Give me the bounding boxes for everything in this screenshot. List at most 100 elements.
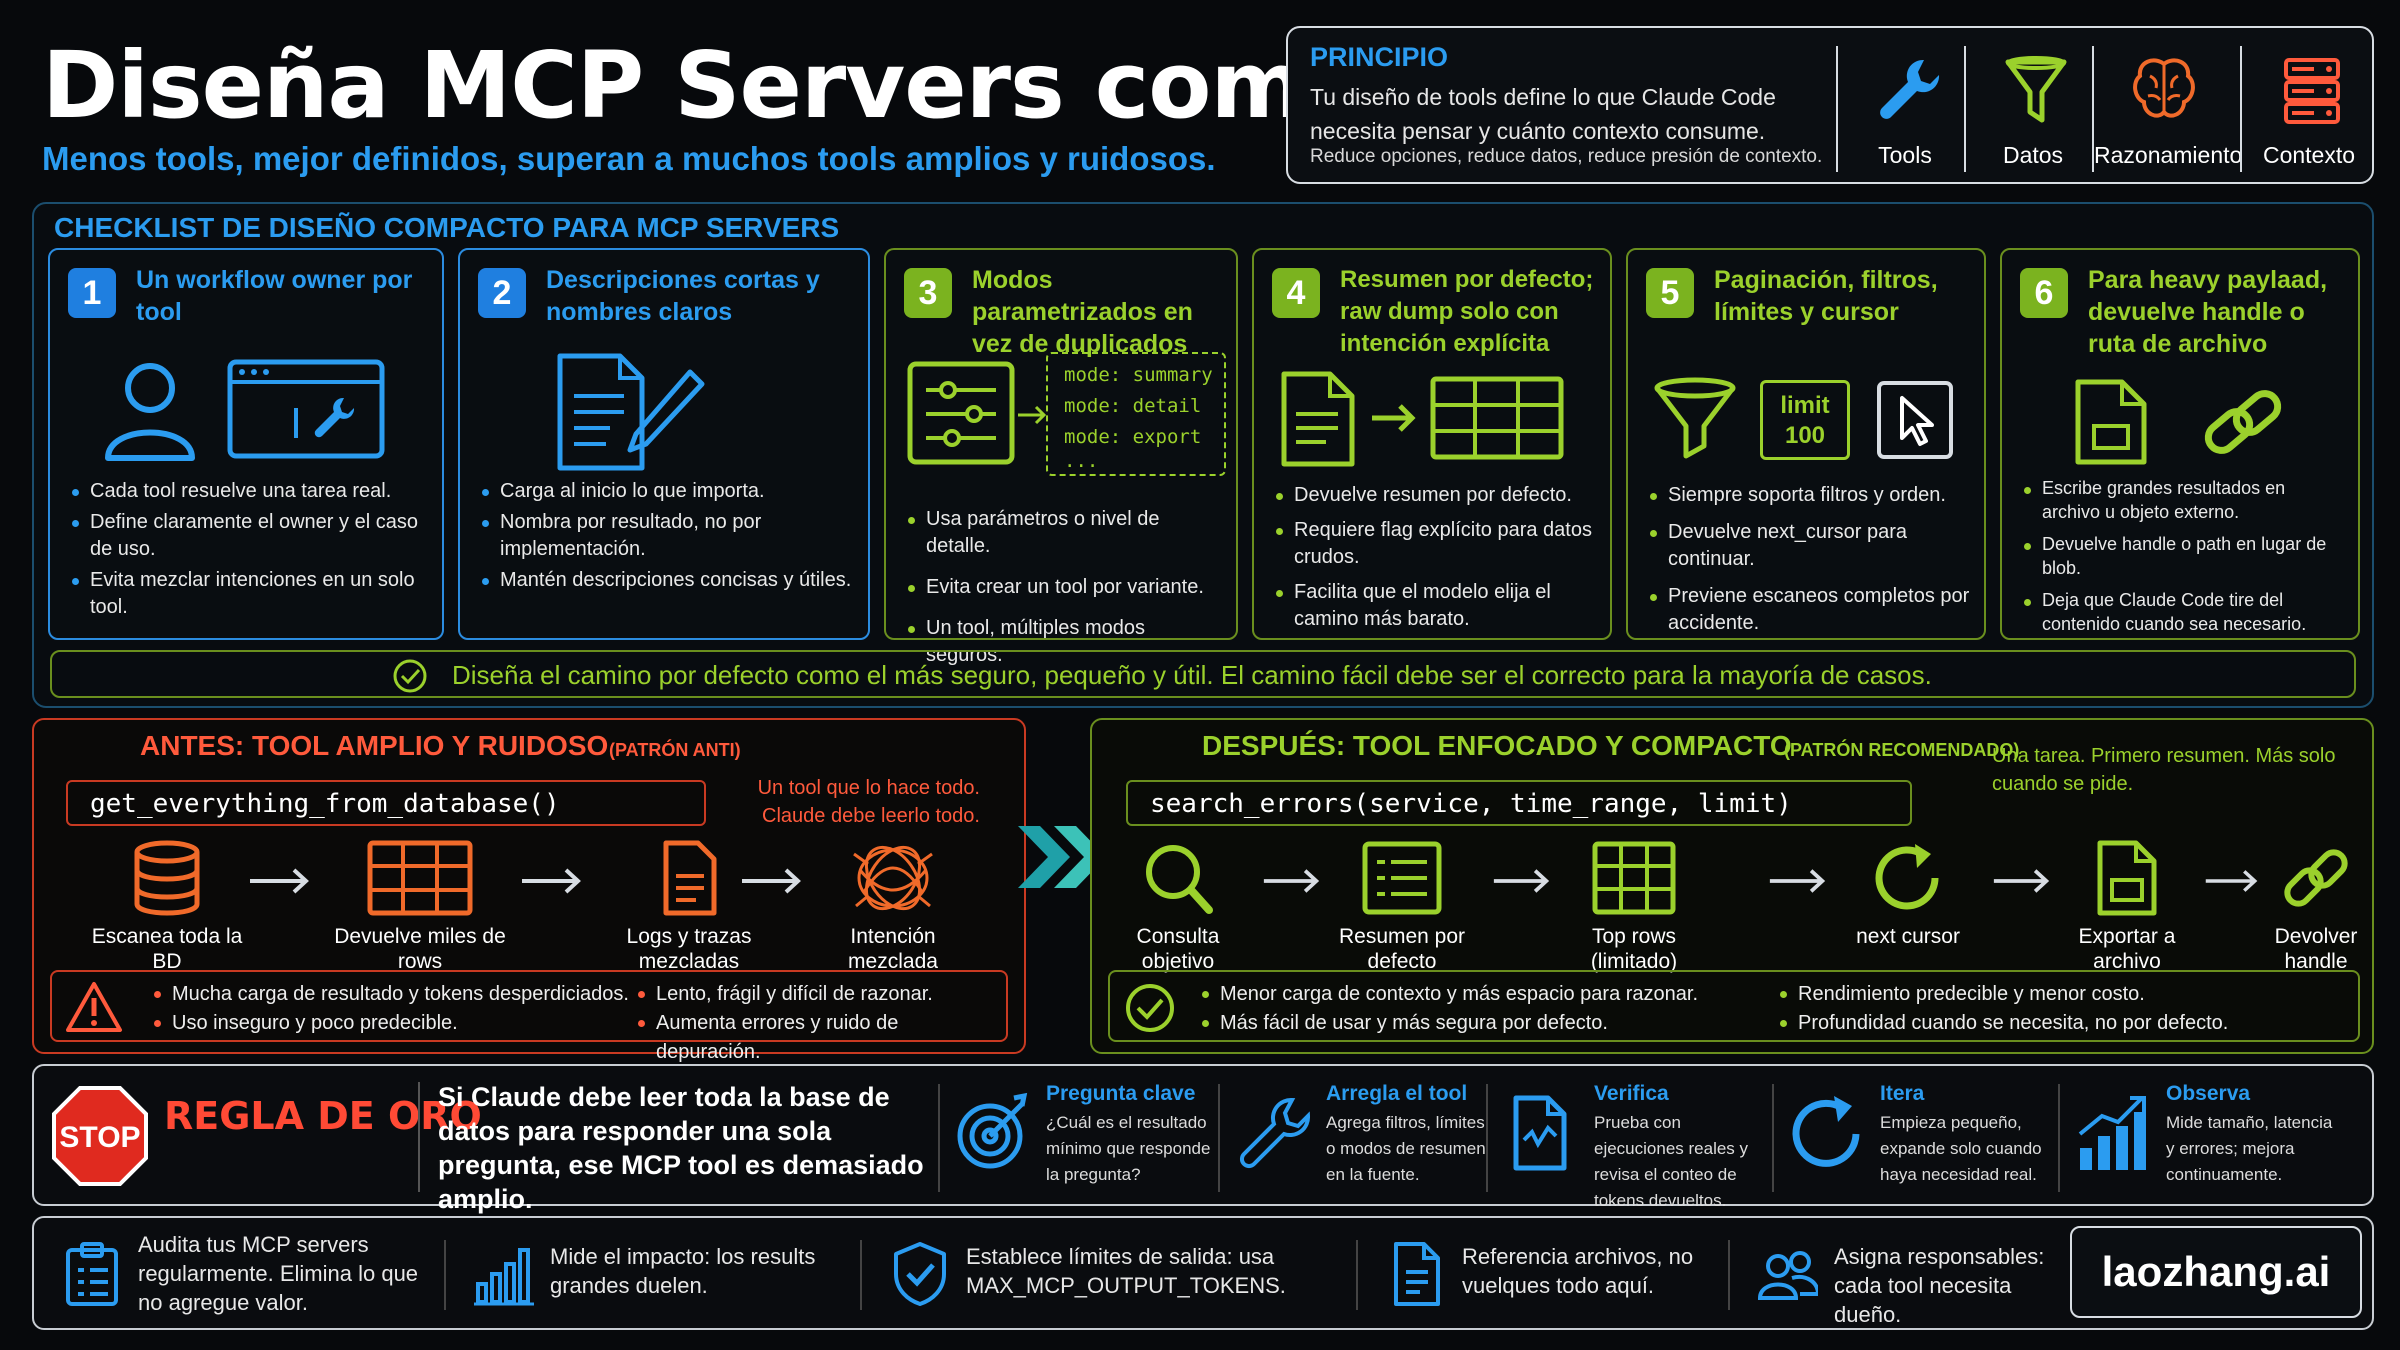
benefit-item: Profundidad cuando se necesita, no por d…	[1778, 1009, 2228, 1038]
warning-item: Lento, frágil y difícil de razonar.	[636, 980, 1006, 1009]
card-number: 6	[2020, 268, 2068, 318]
card-bullet: Cada tool resuelve una tarea real.	[70, 478, 428, 505]
card-bullet: Facilita que el modelo elija el camino m…	[1274, 579, 1596, 633]
target-icon	[954, 1092, 1032, 1174]
card-bullet: Nombra por resultado, no por implementac…	[480, 509, 854, 563]
wrench-icon	[1872, 52, 1944, 130]
refresh-icon	[1865, 840, 1951, 916]
arrow-icon	[2205, 870, 2258, 892]
regla-step-pregunta: Pregunta clave ¿Cuál es el resultado mín…	[938, 1078, 1224, 1196]
despues-title: DESPUÉS: TOOL ENFOCADO Y COMPACTO	[1202, 730, 1792, 761]
antes-tag: (PATRÓN ANTI)	[609, 740, 741, 760]
principle-item-tools: Tools	[1836, 46, 1972, 172]
principle-title: PRINCIPIO	[1310, 42, 1449, 72]
despues-step-1: Consulta objetivo	[1098, 840, 1258, 974]
link-icon	[2198, 380, 2288, 464]
svg-text:STOP: STOP	[59, 1121, 140, 1154]
card-bullet: Siempre soporta filtros y orden.	[1648, 482, 1970, 509]
card-bullet: Carga al inicio lo que importa.	[480, 478, 854, 505]
limit-badge: limit 100	[1760, 380, 1850, 460]
card-title: Descripciones cortas y nombres claros	[546, 266, 820, 326]
card-bullet: Escribe grandes resultados en archivo u …	[2022, 476, 2344, 524]
warning-icon	[64, 980, 124, 1034]
checklist-card-5: 5 Paginación, filtros, límites y cursor …	[1626, 248, 1986, 640]
shield-icon	[890, 1240, 950, 1308]
link-icon	[2273, 840, 2359, 916]
despues-step-2: Resumen por defecto	[1322, 840, 1482, 974]
modes-box: mode: summary mode: detail mode: export …	[1046, 352, 1226, 476]
antes-panel: ANTES: TOOL AMPLIO Y RUIDOSO (PATRÓN ANT…	[32, 718, 1026, 1063]
stop-sign-icon: STOP	[52, 1086, 148, 1186]
card-bullet: Evita crear un tool por variante.	[906, 574, 1222, 601]
checklist-card-3: 3 Modos parametrizados en vez de duplica…	[884, 248, 1238, 666]
antes-code: get_everything_from_database()	[66, 780, 706, 826]
card-title: Paginación, filtros, límites y cursor	[1714, 266, 1938, 326]
check-circle-icon	[1124, 982, 1176, 1034]
antes-step-1: Escanea toda la BD	[82, 840, 252, 974]
card-bullet: Evita mezclar intenciones en un solo too…	[70, 567, 428, 621]
checklist-section: CHECKLIST DE DISEÑO COMPACTO PARA MCP SE…	[32, 202, 2374, 708]
principle-panel: PRINCIPIO Tu diseño de tools define lo q…	[1286, 26, 2374, 184]
list-icon	[1359, 840, 1445, 916]
tangle-icon	[850, 840, 936, 916]
principle-item-contexto: Contexto	[2240, 46, 2376, 172]
despues-note: Una tarea. Primero resumen. Más solo cua…	[1992, 745, 2336, 795]
antes-step-3: Logs y trazas mezcladas	[604, 840, 774, 974]
document-check-icon	[1502, 1092, 1580, 1174]
users-icon	[1758, 1240, 1818, 1308]
checklist-title: CHECKLIST DE DISEÑO COMPACTO PARA MCP SE…	[54, 212, 840, 243]
regla-text: Si Claude debe leer toda la base de dato…	[438, 1082, 924, 1214]
card-bullet: Previene escaneos completos por accident…	[1648, 583, 1970, 637]
card-number: 1	[68, 268, 116, 318]
benefit-item: Más fácil de usar y más segura por defec…	[1200, 1009, 1698, 1038]
card-bullet: Requiere flag explícito para datos crudo…	[1274, 517, 1596, 571]
antes-step-4: Intención mezclada	[808, 840, 978, 974]
antes-note: Un tool que lo hace todo. Claude debe le…	[757, 777, 980, 827]
antes-warnings: Mucha carga de resultado y tokens desper…	[50, 970, 1008, 1063]
server-icon	[2276, 52, 2348, 130]
regla-step-itera: Itera Empieza pequeño, expande solo cuan…	[1772, 1078, 2058, 1196]
principle-item-datos: Datos	[1964, 46, 2100, 172]
checklist-card-2: 2 Descripciones cortas y nombres claros …	[458, 248, 870, 640]
table-icon	[1591, 840, 1677, 916]
warning-item: Aumenta errores y ruido de depuración.	[636, 1009, 1006, 1067]
principle-text: Tu diseño de tools define lo que Claude …	[1310, 84, 1776, 144]
document-icon	[646, 840, 732, 916]
check-circle-icon	[392, 658, 428, 694]
database-icon	[124, 840, 210, 916]
divider	[418, 1082, 420, 1192]
bar-chart-icon	[474, 1240, 534, 1308]
despues-benefits: Menor carga de contexto y más espacio pa…	[1108, 970, 2360, 1042]
tip-files: Referencia archivos, no vuelques todo aq…	[1356, 1230, 1746, 1318]
regla-step-verifica: Verifica Prueba con ejecuciones reales y…	[1486, 1078, 1782, 1210]
cursor-icon	[1876, 380, 1954, 460]
arrow-icon	[1372, 404, 1416, 432]
search-icon	[1135, 840, 1221, 916]
regla-title: REGLA DE ORO	[164, 1094, 482, 1138]
benefit-item: Rendimiento predecible y menor costo.	[1778, 980, 2228, 1009]
despues-step-5: Exportar a archivo	[2052, 840, 2202, 974]
browser-tool-icon	[226, 358, 386, 460]
despues-tag: (PATRÓN RECOMENDADO)	[1784, 740, 2020, 760]
despues-step-3: Top rows (limitado)	[1554, 840, 1714, 974]
brand-logo: laozhang.ai	[2070, 1226, 2362, 1318]
regla-de-oro-panel: STOP REGLA DE ORO Si Claude debe leer to…	[32, 1064, 2374, 1214]
card-title: Modos parametrizados en vez de duplicado…	[972, 266, 1193, 358]
antes-title: ANTES: TOOL AMPLIO Y RUIDOSO	[140, 730, 609, 761]
bottom-tips: Audita tus MCP servers regularmente. Eli…	[32, 1216, 2374, 1330]
card-bullet: Deja que Claude Code tire del contenido …	[2022, 588, 2344, 636]
checklist-footer: Diseña el camino por defecto como el más…	[50, 650, 2356, 698]
card-title: Para heavy paylaad, devuelve handle o ru…	[2088, 266, 2328, 358]
card-bullet: Un tool, múltiples modos seguros.	[906, 615, 1222, 669]
page-subtitle: Menos tools, mejor definidos, superan a …	[42, 140, 1216, 177]
funnel-icon	[2000, 52, 2072, 130]
arrow-icon	[522, 868, 581, 894]
arrow-icon	[1993, 869, 2050, 893]
wrench-icon	[1234, 1092, 1312, 1174]
clipboard-icon	[62, 1240, 122, 1308]
benefit-item: Menor carga de contexto y más espacio pa…	[1200, 980, 1698, 1009]
card-title: Un workflow owner por tool	[136, 266, 413, 326]
despues-panel: DESPUÉS: TOOL ENFOCADO Y COMPACTO (PATRÓ…	[1090, 718, 2374, 1054]
warning-item: Uso inseguro y poco predecible.	[152, 1009, 629, 1038]
user-icon	[100, 358, 200, 462]
